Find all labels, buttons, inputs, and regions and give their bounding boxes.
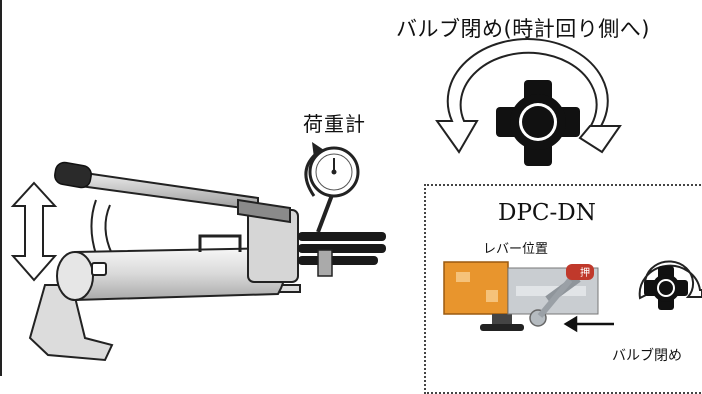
small-valve-close-label: バルブ閉め: [612, 348, 682, 364]
diagram-artwork: 押: [10, 38, 702, 362]
lever-position-label: レバー位置: [483, 242, 549, 257]
small-clockwise-arrow-icon: [638, 260, 702, 310]
load-gauge-label: 荷重計: [303, 112, 366, 136]
up-down-arrow-icon: [10, 181, 58, 282]
valve-block-photo: [443, 261, 599, 331]
gauge-icon: [304, 142, 360, 233]
pointer-arrow: [563, 315, 614, 333]
push-tag: 押: [580, 266, 590, 279]
valve-knob-icon: [496, 80, 580, 166]
pump-handle: [54, 161, 291, 224]
model-name: DPC-DN: [498, 200, 596, 226]
left-divider: [0, 0, 2, 376]
valve-close-title: バルブ閉め(時計回り側へ): [396, 17, 650, 41]
clockwise-arrow-icon: [435, 38, 622, 154]
pump-head: [247, 209, 386, 283]
